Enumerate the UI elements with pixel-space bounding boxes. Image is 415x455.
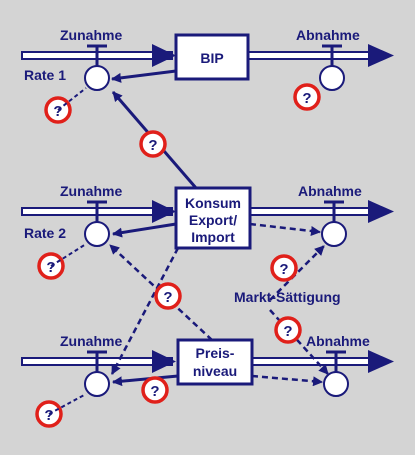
stock-preisniveau-line-1: Preis- bbox=[196, 345, 235, 361]
pipe-out-2 bbox=[249, 207, 371, 216]
link-preis-to-abnahme3 bbox=[251, 374, 323, 387]
stock-preisniveau bbox=[176, 338, 254, 386]
stock-bip-label: BIP bbox=[200, 50, 223, 66]
label-abnahme-2: Abnahme bbox=[298, 183, 362, 199]
svg-text:?: ? bbox=[283, 323, 292, 340]
question-mark-5: ? bbox=[154, 282, 182, 310]
label-abnahme-1: Abnahme bbox=[296, 27, 360, 43]
svg-text:?: ? bbox=[150, 383, 159, 400]
stock-konsum-line-3: Import bbox=[191, 229, 235, 245]
flow-arrow-in-3 bbox=[152, 350, 176, 373]
svg-text:?: ? bbox=[163, 289, 172, 306]
flow-row-2: Konsum Export/ Import Zunahme Abnahme Ra… bbox=[21, 183, 394, 250]
flow-arrow-out-1 bbox=[368, 44, 394, 67]
stock-konsum-line-1: Konsum bbox=[185, 195, 241, 211]
link-konsum-to-abnahme2 bbox=[249, 222, 321, 236]
link-konsum-to-rate2 bbox=[112, 222, 177, 238]
svg-text:?: ? bbox=[53, 103, 62, 120]
svg-text:?: ? bbox=[46, 259, 55, 276]
link-bip-to-rate1 bbox=[111, 69, 177, 83]
valve-out-2 bbox=[321, 200, 347, 247]
label-rate-2: Rate 2 bbox=[24, 225, 66, 241]
valve-out-3 bbox=[323, 350, 349, 397]
valve-in-1 bbox=[84, 44, 110, 91]
label-markt-saettigung: Markt-Sättigung bbox=[234, 289, 341, 305]
link-q9-to-rate3 bbox=[48, 393, 87, 415]
question-mark-3: ? bbox=[139, 130, 167, 158]
flow-row-1: BIP Zunahme Abnahme Rate 1 bbox=[21, 27, 394, 91]
valve-out-1 bbox=[319, 44, 345, 91]
svg-text:?: ? bbox=[279, 261, 288, 278]
flow-arrow-in-2 bbox=[152, 200, 176, 223]
stock-preisniveau-line-2: niveau bbox=[193, 363, 237, 379]
flow-row-3: Preis- niveau Zunahme Abnahme bbox=[21, 333, 394, 397]
link-konsum-to-rate3 bbox=[110, 247, 180, 375]
svg-text:?: ? bbox=[302, 90, 311, 107]
valve-in-2 bbox=[84, 200, 110, 247]
stock-konsum bbox=[174, 186, 252, 250]
link-q1-to-rate1 bbox=[57, 87, 87, 111]
label-zunahme-2: Zunahme bbox=[60, 183, 122, 199]
flow-arrow-in-1 bbox=[152, 44, 176, 67]
flow-arrow-out-3 bbox=[368, 350, 394, 373]
link-preis-to-rate3 bbox=[112, 374, 179, 387]
question-mark-6: ? bbox=[270, 254, 298, 282]
question-mark-2: ? bbox=[293, 83, 321, 111]
label-rate-1: Rate 1 bbox=[24, 67, 66, 83]
label-zunahme-1: Zunahme bbox=[60, 27, 122, 43]
question-mark-7: ? bbox=[274, 316, 302, 344]
valve-in-3 bbox=[84, 350, 110, 397]
svg-text:?: ? bbox=[148, 137, 157, 154]
stock-bip bbox=[174, 33, 250, 81]
stock-konsum-line-2: Export/ bbox=[189, 212, 237, 228]
question-mark-8: ? bbox=[141, 376, 169, 404]
pipe-out-3 bbox=[251, 357, 371, 366]
link-preis-to-rate2 bbox=[109, 244, 213, 341]
link-saettigung-to-abnahme2 bbox=[269, 245, 325, 301]
label-abnahme-3: Abnahme bbox=[306, 333, 370, 349]
flow-arrow-out-2 bbox=[368, 200, 394, 223]
pipe-out-1 bbox=[247, 51, 371, 60]
label-zunahme-3: Zunahme bbox=[60, 333, 122, 349]
svg-text:?: ? bbox=[44, 407, 53, 424]
